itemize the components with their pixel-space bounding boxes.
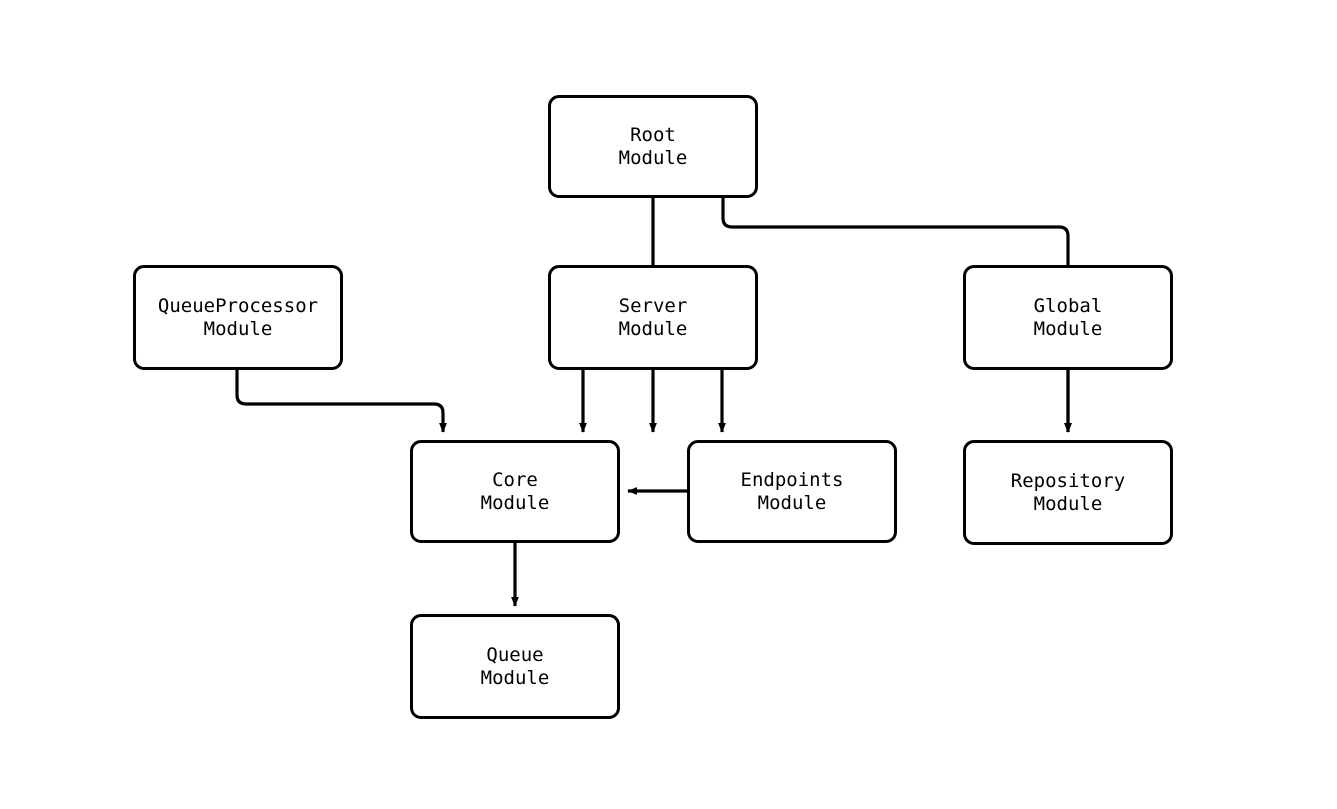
node-endpoints-module-line2: Module [757, 491, 827, 514]
edge-queueprocessor-to-core [235, 370, 447, 433]
node-queue-module-line1: Queue [486, 643, 544, 666]
node-core-module-line1: Core [492, 468, 538, 491]
node-endpoints-module[interactable]: Endpoints Module [687, 440, 897, 543]
node-queueprocessor-module-line2: Module [203, 317, 273, 340]
node-server-module[interactable]: Server Module [548, 265, 758, 370]
node-root-module-line2: Module [618, 146, 688, 169]
edge-root-to-global [721, 198, 1072, 433]
node-repository-module-line1: Repository [1010, 469, 1126, 492]
node-repository-module[interactable]: Repository Module [963, 440, 1173, 545]
node-global-module-line2: Module [1033, 317, 1103, 340]
node-endpoints-module-line1: Endpoints [740, 468, 844, 491]
node-queueprocessor-module-line1: QueueProcessor [157, 294, 319, 317]
node-queueprocessor-module[interactable]: QueueProcessor Module [133, 265, 343, 370]
node-repository-module-line2: Module [1033, 492, 1103, 515]
node-global-module-line1: Global [1033, 294, 1103, 317]
node-global-module[interactable]: Global Module [963, 265, 1173, 370]
node-server-module-line2: Module [618, 317, 688, 340]
node-root-module-line1: Root [630, 123, 676, 146]
node-core-module[interactable]: Core Module [410, 440, 620, 543]
node-server-module-line1: Server [618, 294, 688, 317]
node-queue-module[interactable]: Queue Module [410, 614, 620, 719]
node-root-module[interactable]: Root Module [548, 95, 758, 198]
node-core-module-line2: Module [480, 491, 550, 514]
node-queue-module-line2: Module [480, 666, 550, 689]
